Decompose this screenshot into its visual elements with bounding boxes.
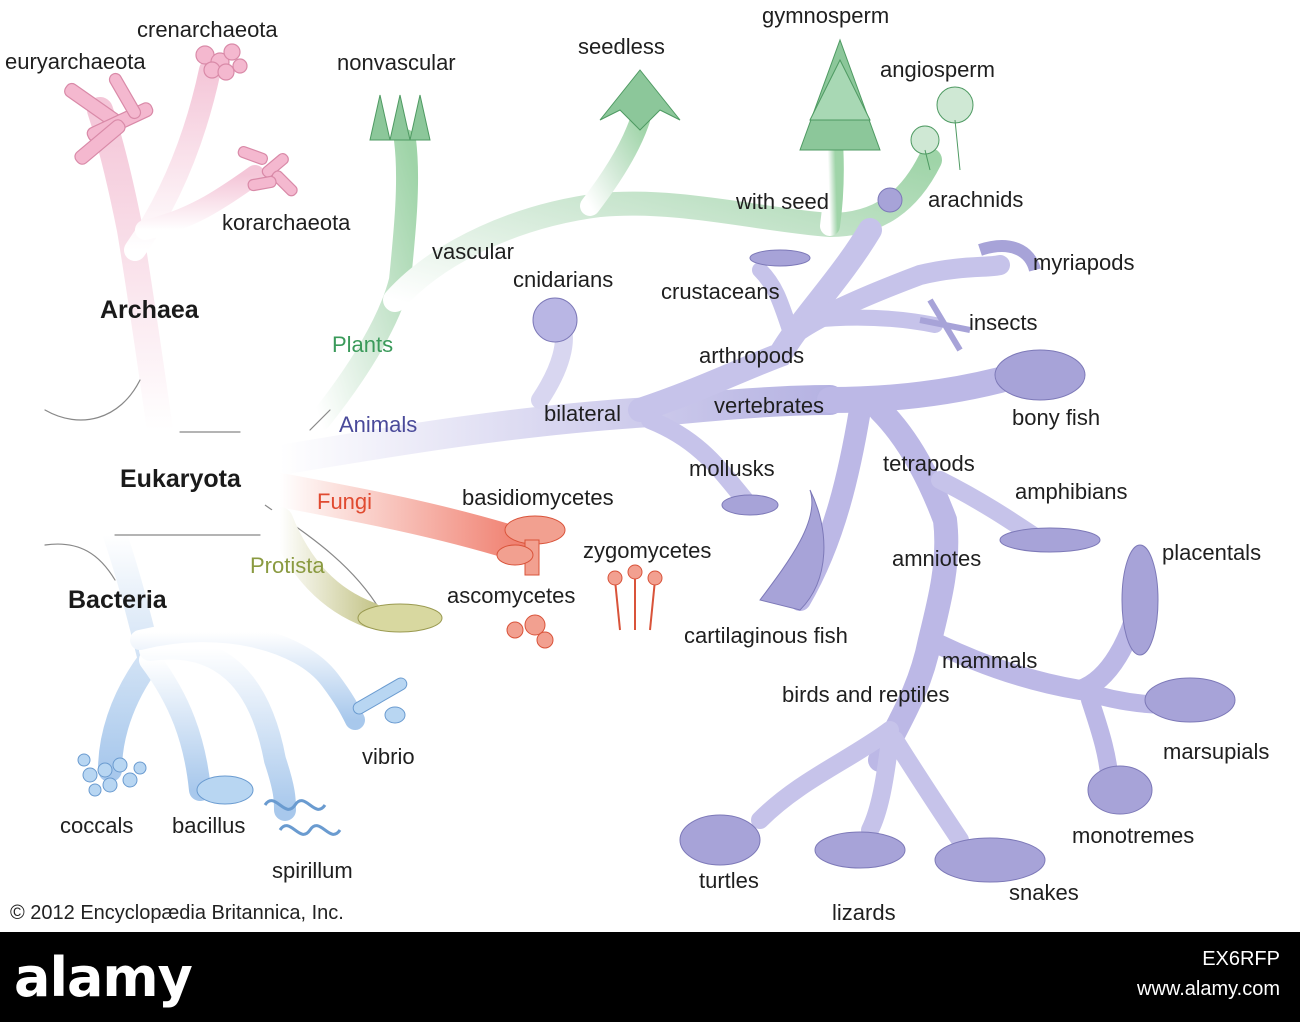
label-euryarchaeota: euryarchaeota <box>5 49 146 74</box>
bacteria-branches <box>44 523 365 821</box>
label-vascular: vascular <box>432 239 514 264</box>
protista-branches <box>267 507 383 628</box>
label-bilateral: bilateral <box>544 401 622 426</box>
label-crustaceans: crustaceans <box>661 279 780 304</box>
plants-label: Plants <box>332 332 394 357</box>
label-tetrapods: tetrapods <box>883 451 975 476</box>
protista-label: Protista <box>250 553 325 578</box>
label-myriapods: myriapods <box>1033 250 1135 275</box>
label-insects: insects <box>969 310 1038 335</box>
plant-organisms <box>369 38 974 171</box>
tree-branches <box>44 38 1236 883</box>
label-lizards: lizards <box>832 900 896 925</box>
label-bony-fish: bony fish <box>1012 405 1101 430</box>
bacteria-label: Bacteria <box>68 586 167 614</box>
label-ascomycetes: ascomycetes <box>447 583 576 608</box>
archaea-label: Archaea <box>100 296 199 324</box>
label-gymnosperm: gymnosperm <box>762 3 890 28</box>
label-angiosperm: angiosperm <box>880 57 995 82</box>
label-monotremes: monotremes <box>1072 823 1195 848</box>
bacteria-organisms <box>77 677 408 836</box>
archaea-organisms <box>64 43 298 197</box>
label-vibrio: vibrio <box>362 744 415 769</box>
eukaryota-label: Eukaryota <box>120 465 241 493</box>
label-vertebrates: vertebrates <box>714 393 825 418</box>
fungi-organisms <box>496 515 663 649</box>
label-zygomycetes: zygomycetes <box>583 538 712 563</box>
label-marsupials: marsupials <box>1163 739 1270 764</box>
label-nonvascular: nonvascular <box>337 50 456 75</box>
watermark-image-id: EX6RFP <box>1202 948 1280 970</box>
label-crenarchaeota: crenarchaeota <box>137 17 278 42</box>
label-cartilaginous-fish: cartilaginous fish <box>684 623 848 648</box>
animals-label: Animals <box>339 412 418 437</box>
label-bacillus: bacillus <box>172 813 246 838</box>
label-amphibians: amphibians <box>1015 479 1128 504</box>
tree-of-life-diagram: Archaea Eukaryota Bacteria Plants Animal… <box>5 3 1270 925</box>
label-arthropods: arthropods <box>699 343 805 368</box>
label-with-seed: with seed <box>736 189 829 214</box>
label-placentals: placentals <box>1162 540 1262 565</box>
label-basidiomycetes: basidiomycetes <box>462 485 614 510</box>
label-turtles: turtles <box>699 868 759 893</box>
label-seedless: seedless <box>578 34 665 59</box>
fungi-branches <box>263 473 537 562</box>
fungi-label: Fungi <box>317 489 373 514</box>
plants-branches <box>309 100 942 431</box>
label-mollusks: mollusks <box>689 456 775 481</box>
archaea-branches <box>44 59 265 443</box>
paramecium <box>357 603 443 633</box>
label-cnidarians: cnidarians <box>513 267 614 292</box>
animal-silhouettes <box>532 187 1236 883</box>
label-birds-and-reptiles: birds and reptiles <box>782 682 950 707</box>
label-spirillum: spirillum <box>272 858 353 883</box>
label-korarchaeota: korarchaeota <box>222 210 351 235</box>
label-snakes: snakes <box>1009 880 1079 905</box>
copyright-notice: © 2012 Encyclopædia Britannica, Inc. <box>10 902 344 924</box>
watermark-bar <box>0 932 1300 1022</box>
label-mammals: mammals <box>942 648 1038 673</box>
label-amniotes: amniotes <box>892 546 982 571</box>
label-arachnids: arachnids <box>928 187 1024 212</box>
label-coccals: coccals <box>60 813 134 838</box>
watermark-logo: alamy <box>14 946 193 1009</box>
watermark-url: www.alamy.com <box>1137 978 1280 1000</box>
